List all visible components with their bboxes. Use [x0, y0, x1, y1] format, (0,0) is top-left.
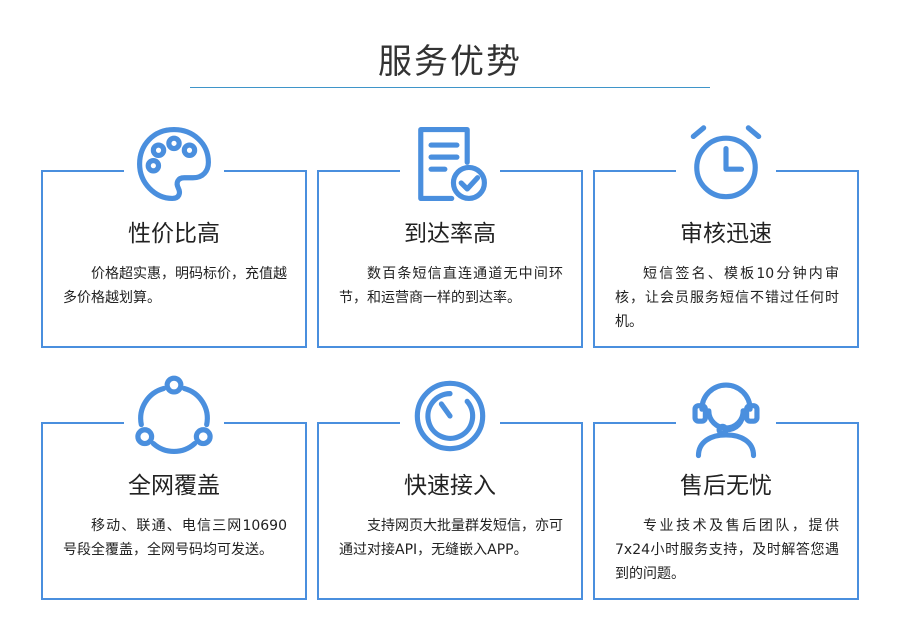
card-description: 移动、联通、电信三网10690号段全覆盖，全网号码均可发送。	[63, 518, 287, 558]
card-title: 快速接入	[404, 473, 496, 499]
card-fast-review: 审核迅速 短信签名、模板10分钟内审核，让会员服务短信不错过任何时机。	[593, 122, 859, 348]
page-title: 服务优势	[378, 42, 522, 82]
card-description: 短信签名、模板10分钟内审核，让会员服务短信不错过任何时机。	[615, 266, 839, 330]
document-check-icon	[418, 127, 487, 201]
network-icon	[135, 375, 213, 454]
card-description: 价格超实惠，明码标价，充值越多价格越划算。	[63, 266, 287, 306]
customer-service-icon	[692, 382, 760, 459]
card-description: 数百条短信直连通道无中间环节，和运营商一样的到达率。	[339, 266, 563, 306]
card-after-sales: 售后无忧 专业技术及售后团队，提供7x24小时服务支持，及时解答您遇到的问题。	[593, 374, 859, 600]
card-quick-access: 快速接入 支持网页大批量群发短信，亦可通过对接API，无缝嵌入APP。	[317, 374, 583, 600]
card-cost-effective: 性价比高 价格超实惠，明码标价，充值越多价格越划算。	[41, 122, 307, 348]
speed-timer-icon	[414, 380, 486, 452]
card-title: 审核迅速	[680, 221, 772, 247]
card-title: 性价比高	[128, 221, 220, 247]
card-description: 专业技术及售后团队，提供7x24小时服务支持，及时解答您遇到的问题。	[615, 518, 839, 582]
card-title: 到达率高	[404, 221, 496, 247]
card-title: 全网覆盖	[128, 473, 220, 499]
alarm-clock-icon	[690, 125, 762, 200]
card-full-coverage: 全网覆盖 移动、联通、电信三网10690号段全覆盖，全网号码均可发送。	[41, 374, 307, 600]
card-description: 支持网页大批量群发短信，亦可通过对接API，无缝嵌入APP。	[339, 518, 563, 558]
card-border	[41, 422, 307, 600]
card-delivery-rate: 到达率高 数百条短信直连通道无中间环节，和运营商一样的到达率。	[317, 122, 583, 348]
palette-icon	[137, 127, 211, 201]
title-underline	[190, 87, 710, 88]
card-title: 售后无忧	[680, 473, 772, 499]
